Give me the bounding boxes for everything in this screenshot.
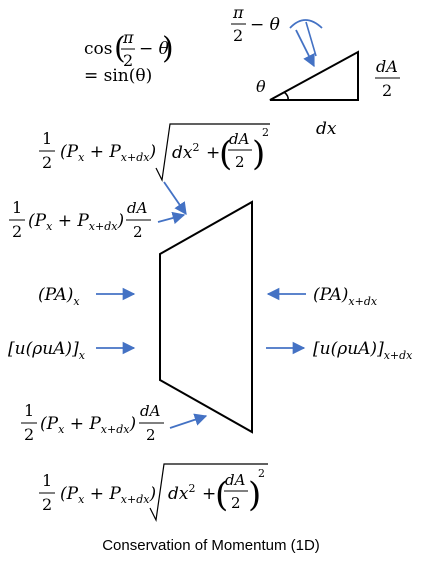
trig-identity: cos ( π 2 − θ ) = sin(θ) (84, 28, 174, 86)
comp-angle-ray (305, 21, 317, 57)
half-den-top: 2 (42, 153, 52, 172)
sq-top-sqrt: 2 (262, 126, 269, 139)
two-top-sqrt: 2 (235, 153, 245, 171)
dA-num-3: dA (140, 402, 161, 420)
half-num-top: 1 (42, 129, 52, 148)
pressure-open-top: (Px + Px+dx) (60, 142, 156, 164)
pressure-bottom: (Px + Px+dx) (60, 484, 156, 506)
momentum-in-label: [u(ρuA)]x (8, 339, 86, 362)
half-den-bottom: 2 (42, 495, 52, 514)
sqrt-dx2-bottom: dx2 (168, 482, 195, 504)
sqrt-sign-top (155, 123, 270, 182)
top-wall-force-label: 1 2 (Px + Px+dx) dx2 + ( dA 2 ) 2 (39, 123, 270, 182)
half-num-bottom: 1 (42, 471, 52, 490)
open-paren-bottom: ( (215, 475, 228, 515)
pressure-2: (Px + Px+dx) (28, 211, 124, 233)
half-num-2: 1 (12, 198, 22, 217)
comp-angle-pi: π (232, 3, 244, 22)
pressure-3: (Px + Px+dx) (40, 414, 136, 436)
dx-label: dx (316, 119, 337, 139)
identity-cos: cos (84, 39, 112, 59)
comp-angle-arc (289, 19, 323, 29)
bottom-dA-arrow (169, 413, 208, 429)
top-dA-arrow (157, 211, 186, 225)
dA-num-2: dA (127, 199, 148, 217)
bottom-dA-force-label: 1 2 (Px + Px+dx) dA 2 (21, 401, 164, 444)
top-wall-arrow (163, 181, 187, 216)
comp-angle-arrow (295, 29, 315, 68)
half-den-2: 2 (12, 222, 22, 241)
plus-top: + (206, 143, 220, 163)
bottom-wall-force-label: 1 2 (Px + Px+dx) dx2 + ( dA 2 ) 2 (39, 463, 268, 522)
control-volume-trapezoid (159, 200, 253, 434)
dA-den-2: 2 (133, 223, 143, 241)
identity-open-paren: ( (114, 31, 126, 66)
half-num-3: 1 (24, 401, 34, 420)
open-paren-top: ( (219, 134, 232, 174)
identity-minus-theta: − θ (139, 39, 169, 59)
dA-top-sqrt: dA (229, 130, 250, 148)
dA-bottom-sqrt: dA (225, 471, 246, 489)
top-dA-force-label: 1 2 (Px + Px+dx) dA 2 (9, 198, 151, 241)
close-paren-top: ) (252, 134, 265, 174)
theta-angle-arc (283, 91, 289, 101)
comp-angle-minus-theta: − θ (250, 15, 280, 35)
identity-sin: = sin(θ) (84, 66, 152, 86)
sqrt-sign-bottom (149, 463, 268, 522)
pa-in-label: (PA)x (38, 285, 80, 308)
triangle-group: θ dx dA 2 π 2 − θ (231, 3, 400, 139)
diagram-caption: Conservation of Momentum (1D) (102, 537, 320, 554)
comp-angle-two: 2 (233, 26, 243, 45)
sq-bottom-sqrt: 2 (258, 467, 265, 480)
identity-close-paren: ) (162, 31, 174, 66)
theta-label: θ (256, 77, 266, 96)
close-paren-bottom: ) (248, 475, 261, 515)
dA-denominator: 2 (382, 81, 392, 100)
identity-two: 2 (123, 51, 133, 70)
dA-den-3: 2 (146, 426, 156, 444)
two-bottom-sqrt: 2 (231, 494, 241, 512)
dA-numerator: dA (376, 57, 398, 76)
identity-pi: π (122, 28, 134, 47)
sqrt-dx2-top: dx2 (172, 141, 199, 163)
half-den-3: 2 (24, 425, 34, 444)
pa-out-label: (PA)x+dx (313, 285, 378, 308)
momentum-out-label: [u(ρuA)]x+dx (313, 339, 413, 362)
plus-bottom: + (202, 484, 216, 504)
triangle-shape (269, 50, 359, 101)
